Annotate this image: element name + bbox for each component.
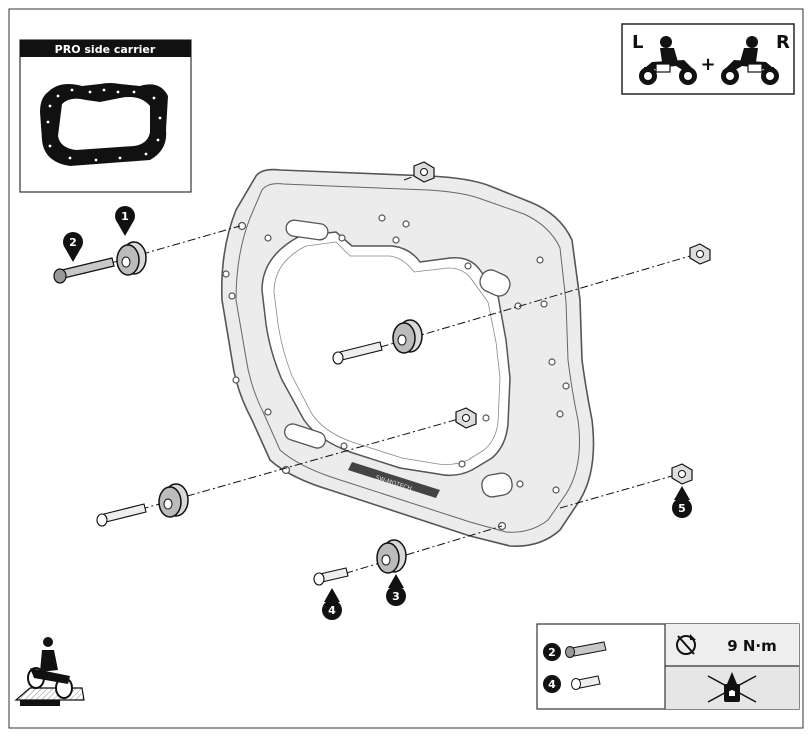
bolt-lower-left [96,503,147,527]
carrier-silhouette [40,83,168,166]
side-carrier-frame: SW-MOTECH [220,168,595,547]
svg-text:2: 2 [69,236,77,249]
inset-title: PRO side carrier [55,43,156,56]
motorcycle-rider-left-icon [639,36,697,85]
inset-pro-side-carrier: PRO side carrier [19,39,192,193]
page-border [8,8,804,729]
spacer-center [392,319,423,354]
torque-wrench-icon [676,634,696,655]
motorcycle-rider-right-icon [721,36,779,85]
bolt-2 [53,257,115,284]
svg-text:2: 2 [548,646,556,659]
left-right-badge: L R + [621,23,795,95]
bolt-4 [313,567,349,586]
svg-text:4: 4 [548,678,556,691]
torque-value: 9 N·m [727,637,777,655]
svg-text:1: 1 [121,210,129,223]
torque-row-bolt-4: 4 [543,675,601,693]
nut-5 [671,463,693,485]
badge-right-label: R [776,32,790,53]
spacer-lower-left [158,483,189,518]
no-threadlocker-icon [707,672,757,703]
nut-right [689,243,711,265]
callout-5: 5 [672,486,692,518]
badge-left-label: L [632,32,643,53]
svg-text:5: 5 [678,502,686,515]
nut-middle [455,407,477,429]
torque-spec-table: 2 4 9 N·m [536,623,800,710]
nut-top [413,161,435,183]
svg-text:3: 3 [392,590,400,603]
callout-1: 1 [115,206,135,236]
badge-plus: + [700,54,715,75]
spacer-washer-1 [116,241,147,276]
callout-3: 3 [386,574,406,606]
svg-text:4: 4 [328,604,336,617]
torque-row-bolt-2: 2 [543,641,607,661]
spacer-washer-3 [376,539,407,574]
bolt-center [332,341,383,365]
callout-2: 2 [63,232,83,262]
rider-on-motorcycle-icon [14,637,85,706]
callout-4: 4 [322,588,342,620]
